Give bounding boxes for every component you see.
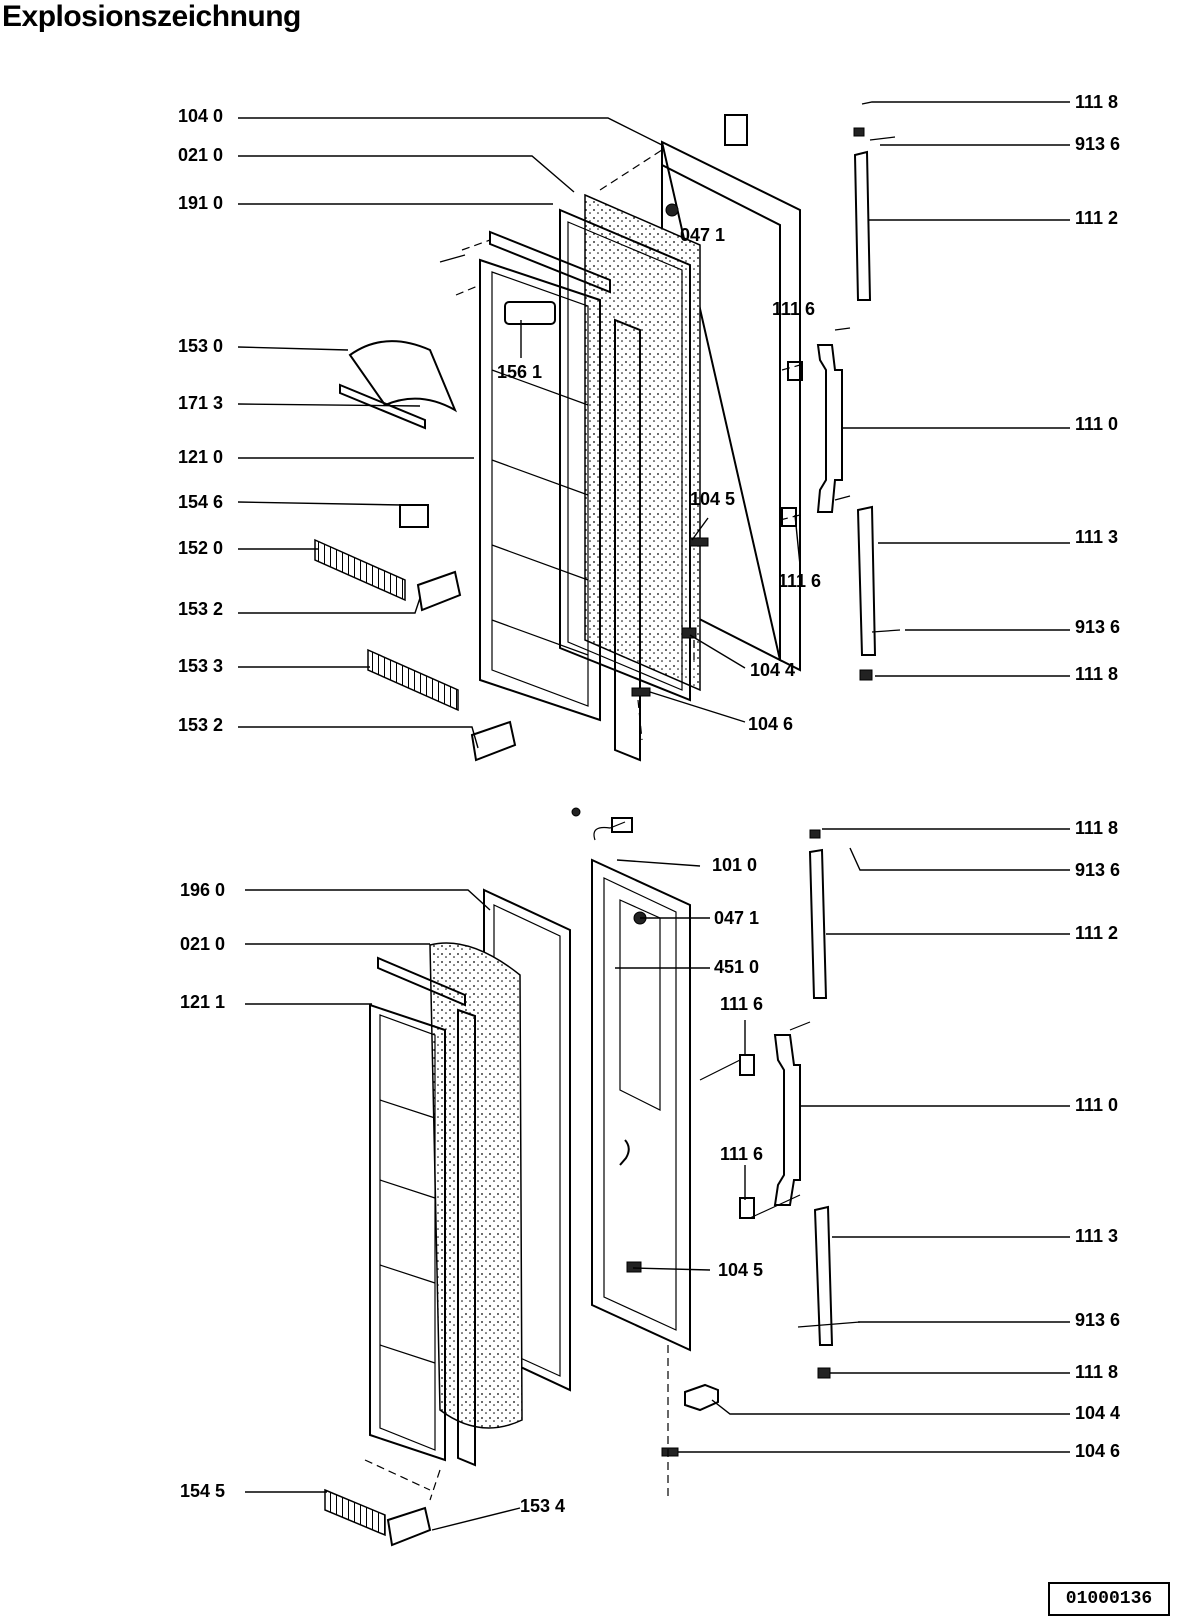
label-191-0: 191 0 [178, 193, 223, 213]
door-handle-upper [816, 344, 843, 513]
grille-bottom [324, 1488, 386, 1537]
label-047-1: 047 1 [680, 225, 725, 245]
trim-strip-lower [856, 505, 877, 656]
label-153-0: 153 0 [178, 336, 223, 356]
outer-door-panel-lower [591, 858, 691, 1352]
label-111-6-b: 111 6 [778, 571, 821, 591]
label-153-4: 153 4 [520, 1496, 565, 1516]
upper-leader-lines [237, 101, 1070, 749]
trim-strip-upper-lower-door [808, 848, 828, 999]
label-021-0-b: 021 0 [180, 934, 225, 954]
lower-leader-lines [245, 828, 1070, 1531]
trim-strip-lower-lower-door [813, 1205, 834, 1346]
label-104-0: 104 0 [178, 106, 223, 126]
door-handle-lower [773, 1034, 801, 1206]
label-111-8-b: 111 8 [1075, 664, 1118, 684]
label-111-6-a: 111 6 [772, 299, 815, 319]
label-111-3-b: 111 3 [1075, 1226, 1118, 1246]
label-104-5: 104 5 [690, 489, 735, 509]
label-913-6-d: 913 6 [1075, 1310, 1120, 1330]
label-111-0-b: 111 0 [1075, 1095, 1118, 1115]
label-156-1: 156 1 [497, 362, 542, 382]
label-111-8-a: 111 8 [1075, 92, 1118, 112]
label-913-6-c: 913 6 [1075, 860, 1120, 880]
label-152-0: 152 0 [178, 538, 223, 558]
door-gasket [559, 208, 691, 702]
upper-door-assembly [314, 114, 901, 762]
trim-strip-upper [853, 150, 872, 301]
label-196-0: 196 0 [180, 880, 225, 900]
upper-labels: 104 0 021 0 191 0 153 0 171 3 121 0 154 … [178, 92, 1120, 735]
drawing-number: 01000136 [1048, 1582, 1170, 1616]
label-153-2-b: 153 2 [178, 715, 223, 735]
label-153-3: 153 3 [178, 656, 223, 676]
label-154-6: 154 6 [178, 492, 223, 512]
clip [399, 504, 429, 528]
label-047-1-b: 047 1 [714, 908, 759, 928]
label-021-0: 021 0 [178, 145, 223, 165]
label-111-2: 111 2 [1075, 208, 1118, 228]
label-913-6-b: 913 6 [1075, 617, 1120, 637]
label-111-6-d: 111 6 [720, 1144, 763, 1164]
label-111-0: 111 0 [1075, 414, 1118, 434]
label-104-4-b: 104 4 [1075, 1403, 1120, 1423]
label-104-5-b: 104 5 [718, 1260, 763, 1280]
label-121-0: 121 0 [178, 447, 223, 467]
label-104-6: 104 6 [748, 714, 793, 734]
label-111-8-c: 111 8 [1075, 818, 1118, 838]
insulation-foam [584, 193, 701, 692]
label-111-8-d: 111 8 [1075, 1362, 1118, 1382]
label-111-2-b: 111 2 [1075, 923, 1118, 943]
label-101-0: 101 0 [712, 855, 757, 875]
inner-grip [504, 301, 556, 325]
label-104-6-b: 104 6 [1075, 1441, 1120, 1461]
label-121-1: 121 1 [180, 992, 225, 1012]
lower-labels: 196 0 021 0 121 1 154 5 153 4 101 0 047 … [180, 818, 1120, 1516]
label-111-6-c: 111 6 [720, 994, 763, 1014]
shelf-cover [348, 340, 458, 413]
page-title: Explosionszeichnung [2, 0, 301, 33]
grille-lower [367, 648, 459, 712]
label-451-0: 451 0 [714, 957, 759, 977]
label-153-2-a: 153 2 [178, 599, 223, 619]
lower-door-assembly [324, 807, 861, 1547]
inner-liner [479, 258, 601, 722]
inner-liner-lower [369, 1003, 446, 1462]
label-171-3: 171 3 [178, 393, 223, 413]
label-913-6-a: 913 6 [1075, 134, 1120, 154]
grille-upper [314, 538, 406, 602]
label-104-4: 104 4 [750, 660, 795, 680]
label-154-5: 154 5 [180, 1481, 225, 1501]
label-111-3: 111 3 [1075, 527, 1118, 547]
